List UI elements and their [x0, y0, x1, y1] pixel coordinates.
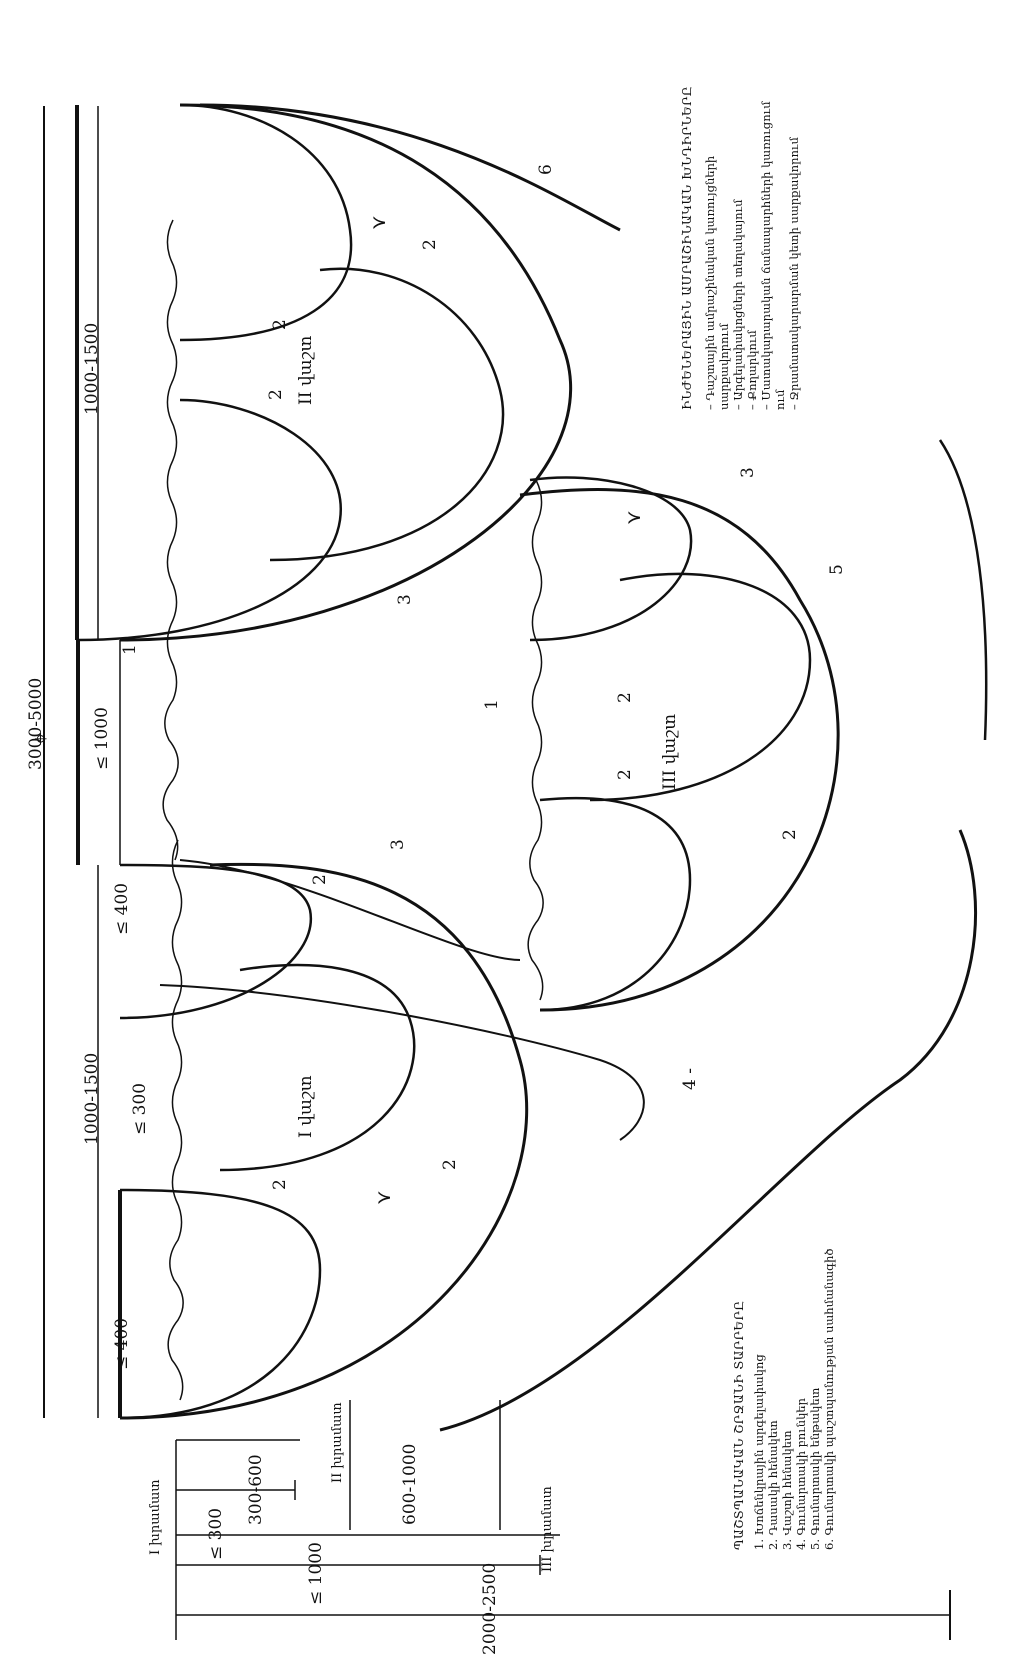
dim-depth-300: ≤ 300 — [206, 1507, 226, 1560]
dim-spacing-400-b: ≤ 400 — [112, 1317, 132, 1370]
svg-text:⋎: ⋎ — [371, 1190, 395, 1205]
legend-left-item-4: 4. Գումարտակի բունկեր — [794, 1398, 808, 1550]
legend-right-item-3: – Արգելափակոցների տեղակայում — [731, 199, 745, 410]
company-one-label: I վաշտ — [296, 1075, 316, 1138]
platoon-one-a — [119, 1188, 322, 1420]
dim-width-company-left: 1000-1500 — [82, 1052, 102, 1145]
company-two-label: II վաշտ — [296, 335, 316, 405]
number-2-f: 2 — [420, 239, 440, 250]
number-3-c: 3 — [738, 467, 758, 478]
dim-depth-1000: ≤ 1000 — [306, 1542, 326, 1605]
number-2-i: 2 — [780, 829, 800, 840]
legend-right-item-4: – Քողարկում — [745, 330, 759, 410]
legend-right-item-6: ում — [773, 389, 787, 410]
legend-right-item-2: սարքավորում — [717, 323, 731, 411]
legend-right-item-7: – Ջրամատակարարման կետի սարքավորում — [787, 137, 801, 410]
number-4: 4 - — [680, 1068, 700, 1090]
number-1-b: 1 — [482, 699, 502, 710]
dim-spacing-300: ≤ 300 — [130, 1082, 150, 1135]
battalion-boundary-bottom — [439, 829, 978, 1432]
dim-spacing-400-a: ≤ 400 — [112, 882, 132, 935]
dim-depth-total: 2000-2500 — [480, 1562, 500, 1655]
legend-left-item-2: 2. Դասակի հենակետ — [766, 1420, 780, 1550]
dim-width-company-right: 1000-1500 — [82, 322, 102, 415]
dim-depth-300-600: 300-600 — [246, 1454, 266, 1525]
legend-right-item-5: – Մատակարարական ճանապարհների կառուցում — [759, 101, 773, 410]
number-1-a: 1 — [120, 644, 140, 655]
number-2-d: 2 — [270, 319, 290, 330]
platoon-two-a — [77, 398, 342, 642]
svg-text:⌖: ⌖ — [29, 733, 54, 745]
number-5: 5 — [827, 564, 847, 575]
platoon-two-b — [179, 103, 353, 342]
dim-width-gap: ≤ 1000 — [92, 707, 112, 770]
legend-left-item-1: 1. Խոճենկրային արգելափակոց — [752, 1354, 766, 1550]
number-3-a: 3 — [388, 839, 408, 850]
company-one-boundary — [119, 862, 529, 1420]
number-6: 6 — [536, 164, 556, 175]
legend-left-title: ՊԱՇՏՊԱՆԱԿԱՆ ՇՐՋԱՆԻ ՏԱՐՐԵՐԸ — [732, 1300, 746, 1550]
platoon-three-a — [539, 796, 692, 1012]
legend-left-item-5: 5. Գումարտակի ենթակետ — [808, 1387, 822, 1550]
legend-right-item-1: – Դաշտային ամրաշինական կառույցների — [703, 155, 717, 410]
number-2-h: 2 — [615, 769, 635, 780]
platoon-three-c — [529, 476, 693, 642]
number-2-g: 2 — [615, 692, 635, 703]
svg-text:⋎: ⋎ — [366, 215, 390, 230]
number-2-c: 2 — [310, 874, 330, 885]
platoon-one-b — [219, 963, 416, 1172]
dim-width-total: 3000-5000 — [26, 677, 46, 770]
dim-depth-600-1000: 600-1000 — [400, 1443, 420, 1525]
legend-right-title: ԻՆԺԵՆԵՐԱՅԻՆ ԱՄՐԱՇԻՆԱԿԱՆ ԽՆԴԻՐՆԵՐԸ — [680, 85, 694, 410]
trench-one-label: I խրամատ — [148, 1479, 163, 1555]
company-three-label: III վաշտ — [660, 713, 680, 790]
number-2-e: 2 — [266, 389, 286, 400]
svg-text:⋎: ⋎ — [621, 510, 645, 525]
platoon-three-b — [589, 572, 812, 802]
battalion-boundary-top — [199, 103, 621, 232]
trench-two-label: II խրամատ — [330, 1402, 345, 1483]
legend-left-item-3: 3. Վաշտի հենակետ — [780, 1430, 794, 1550]
trench-three-label: III խրամատ — [540, 1486, 555, 1572]
number-3-b: 3 — [395, 594, 415, 605]
platoon-two-c — [269, 267, 505, 562]
number-2-b: 2 — [440, 1159, 460, 1170]
number-2-a: 2 — [270, 1179, 290, 1190]
company-two-boundary — [119, 103, 573, 642]
platoon-one-c — [119, 863, 313, 1020]
legend-left-item-6: 6. Գումարտակի պաշտպանության սահմանագիծ — [822, 1248, 836, 1550]
